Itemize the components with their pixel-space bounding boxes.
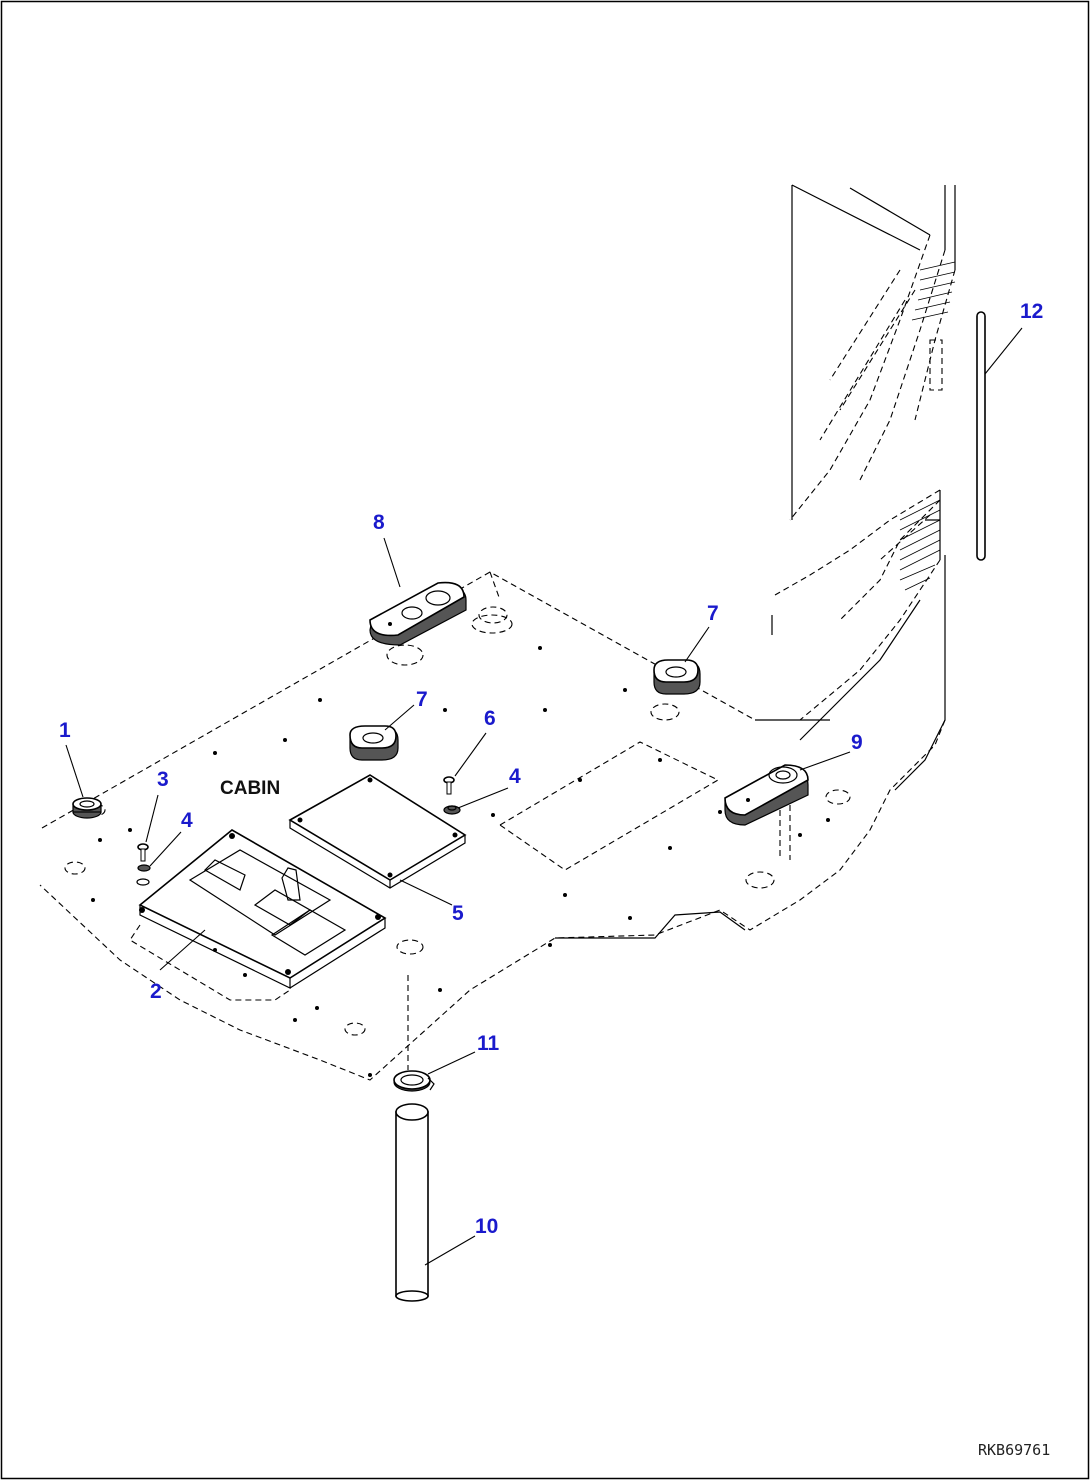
cabin-label: CABIN bbox=[220, 778, 280, 799]
callout-9: 9 bbox=[851, 731, 863, 754]
callout-5: 5 bbox=[452, 902, 464, 925]
part-11-clamp bbox=[393, 1070, 435, 1092]
part-9-mount bbox=[724, 764, 809, 860]
part-7-seal-right bbox=[653, 659, 701, 695]
part-5-plate bbox=[288, 774, 467, 889]
callout-4-left: 4 bbox=[181, 809, 193, 832]
reference-code: RKB69761 bbox=[978, 1441, 1050, 1459]
leader-lines bbox=[65, 327, 1023, 1266]
callout-2: 2 bbox=[150, 980, 162, 1003]
callout-12: 12 bbox=[1020, 300, 1043, 323]
callout-7-right: 7 bbox=[707, 602, 719, 625]
callout-4-right: 4 bbox=[509, 765, 521, 788]
cab-rear-wall bbox=[755, 184, 956, 791]
callout-1: 1 bbox=[59, 719, 71, 742]
callout-8: 8 bbox=[373, 511, 385, 534]
part-6-bolt bbox=[443, 776, 461, 815]
callout-3: 3 bbox=[157, 768, 169, 791]
part-1-grommet bbox=[72, 797, 102, 819]
part-10-pipe bbox=[395, 975, 429, 1302]
floor-frame bbox=[39, 571, 946, 1081]
callout-7-left: 7 bbox=[416, 688, 428, 711]
part-12-rod bbox=[976, 311, 986, 561]
part-3-bolt bbox=[136, 843, 151, 886]
callouts: 1 2 3 4 4 5 6 7 7 8 9 10 11 12 bbox=[59, 300, 1043, 1238]
part-2-cover-plate bbox=[129, 829, 387, 1001]
callout-6: 6 bbox=[484, 707, 496, 730]
part-7-seal-left bbox=[349, 725, 399, 761]
part-8-mount bbox=[369, 581, 467, 646]
callout-10: 10 bbox=[475, 1215, 498, 1238]
callout-11: 11 bbox=[477, 1032, 500, 1055]
